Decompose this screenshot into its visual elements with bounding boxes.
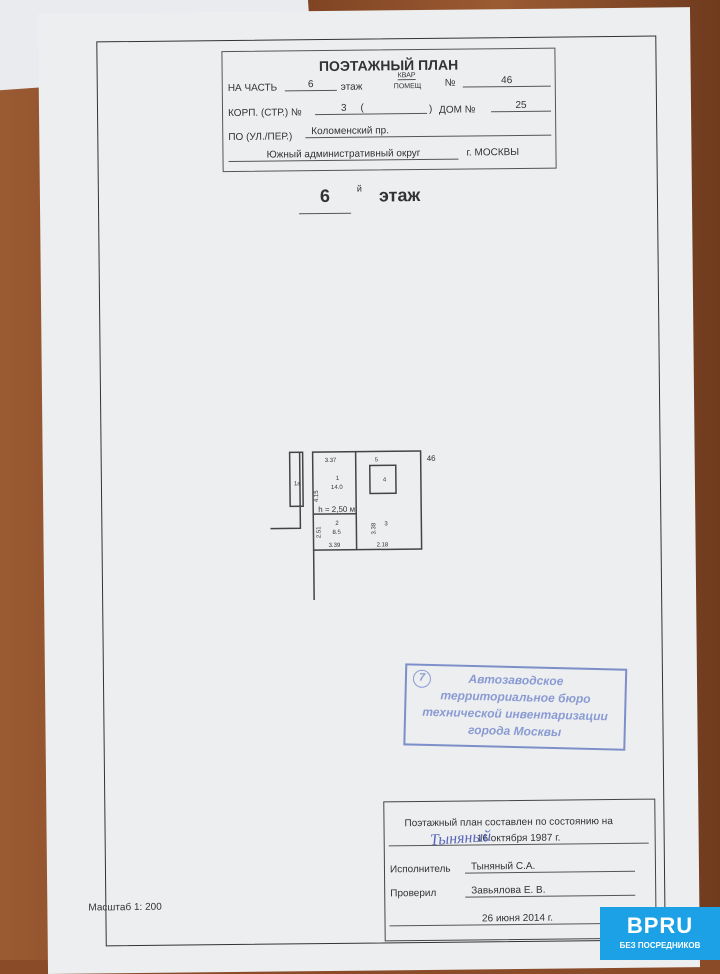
logo-brand: BPRU bbox=[600, 907, 720, 939]
survey-date: 16 октября 1987 г. bbox=[389, 832, 649, 847]
korp-field: 3 ( bbox=[315, 102, 427, 115]
room-5-label: 5 bbox=[375, 457, 379, 463]
dom-label: ДОМ № bbox=[439, 104, 476, 115]
street-field: Коломенский пр. bbox=[305, 124, 551, 139]
floor-plan: 3.37 5 46 1 14.0 4 1а 4.15 h = 2,50 м 2 … bbox=[269, 439, 451, 601]
room-1-label: 1 bbox=[336, 476, 340, 482]
footer-statement: Поэтажный план составлен по состоянию на bbox=[404, 816, 612, 829]
room-4-label: 4 bbox=[383, 477, 387, 483]
city-label: г. МОСКВЫ bbox=[466, 147, 519, 159]
dim-4-15: 4.15 bbox=[314, 490, 320, 502]
dim-2-51: 2.51 bbox=[316, 526, 322, 538]
floor-word: этаж bbox=[379, 185, 421, 206]
executor-label: Исполнитель bbox=[390, 864, 451, 876]
scale-label: Масштаб 1: 200 bbox=[88, 902, 161, 914]
street-label: ПО (УЛ./ПЕР.) bbox=[228, 131, 292, 143]
korp-value: 3 bbox=[341, 103, 347, 114]
executor-name: Тыняный С.А. bbox=[465, 860, 635, 874]
document-sheet: ПОЭТАЖНЫЙ ПЛАН НА ЧАСТЬ 6 этаж КВАР ПОМЕ… bbox=[38, 7, 700, 974]
no-label: № bbox=[445, 78, 456, 89]
dim-3-38: 3.38 bbox=[371, 522, 377, 534]
floor-field: 6 bbox=[285, 79, 337, 92]
paren-open: ( bbox=[360, 103, 363, 114]
na-chast-label: НА ЧАСТЬ bbox=[228, 83, 277, 95]
paren-close: ) bbox=[429, 104, 432, 115]
korp-label: КОРП. (СТР.) № bbox=[228, 107, 302, 119]
etazh-label: этаж bbox=[341, 82, 363, 93]
room-1-area: 14.0 bbox=[331, 485, 343, 491]
room-1a-label: 1а bbox=[294, 481, 301, 487]
district-field: Южный административный округ bbox=[228, 148, 458, 162]
pomesh-label: ПОМЕЩ bbox=[394, 83, 422, 90]
logo-tagline: БЕЗ ПОСРЕДНИКОВ bbox=[600, 941, 720, 950]
kvar-label: КВАР bbox=[398, 72, 416, 80]
floor-suffix: й bbox=[357, 184, 362, 194]
dom-field: 25 bbox=[491, 100, 551, 113]
document-title: ПОЭТАЖНЫЙ ПЛАН bbox=[222, 56, 554, 75]
room-2-area: 8.5 bbox=[332, 530, 341, 536]
apartment-outline bbox=[313, 451, 422, 550]
bti-stamp: 7 Автозаводское территориальное бюро тех… bbox=[403, 663, 627, 750]
checked-label: Проверил bbox=[390, 888, 436, 899]
checked-name: Завьялова Е. В. bbox=[465, 884, 635, 898]
dim-3-39: 3.39 bbox=[329, 543, 341, 549]
apartment-number: 46 bbox=[427, 454, 437, 463]
apartment-field: 46 bbox=[463, 75, 551, 88]
floor-number: 6 bbox=[299, 186, 351, 215]
document-frame: ПОЭТАЖНЫЙ ПЛАН НА ЧАСТЬ 6 этаж КВАР ПОМЕ… bbox=[96, 36, 665, 947]
header-box: ПОЭТАЖНЫЙ ПЛАН НА ЧАСТЬ 6 этаж КВАР ПОМЕ… bbox=[221, 48, 556, 172]
dim-2-18: 2.18 bbox=[377, 542, 389, 548]
bpru-logo[interactable]: BPRU БЕЗ ПОСРЕДНИКОВ bbox=[600, 907, 720, 960]
room-2-label: 2 bbox=[335, 521, 339, 527]
room-3-label: 3 bbox=[384, 521, 388, 527]
ceiling-height: h = 2,50 м bbox=[318, 505, 355, 514]
dim-3-37: 3.37 bbox=[325, 458, 337, 464]
